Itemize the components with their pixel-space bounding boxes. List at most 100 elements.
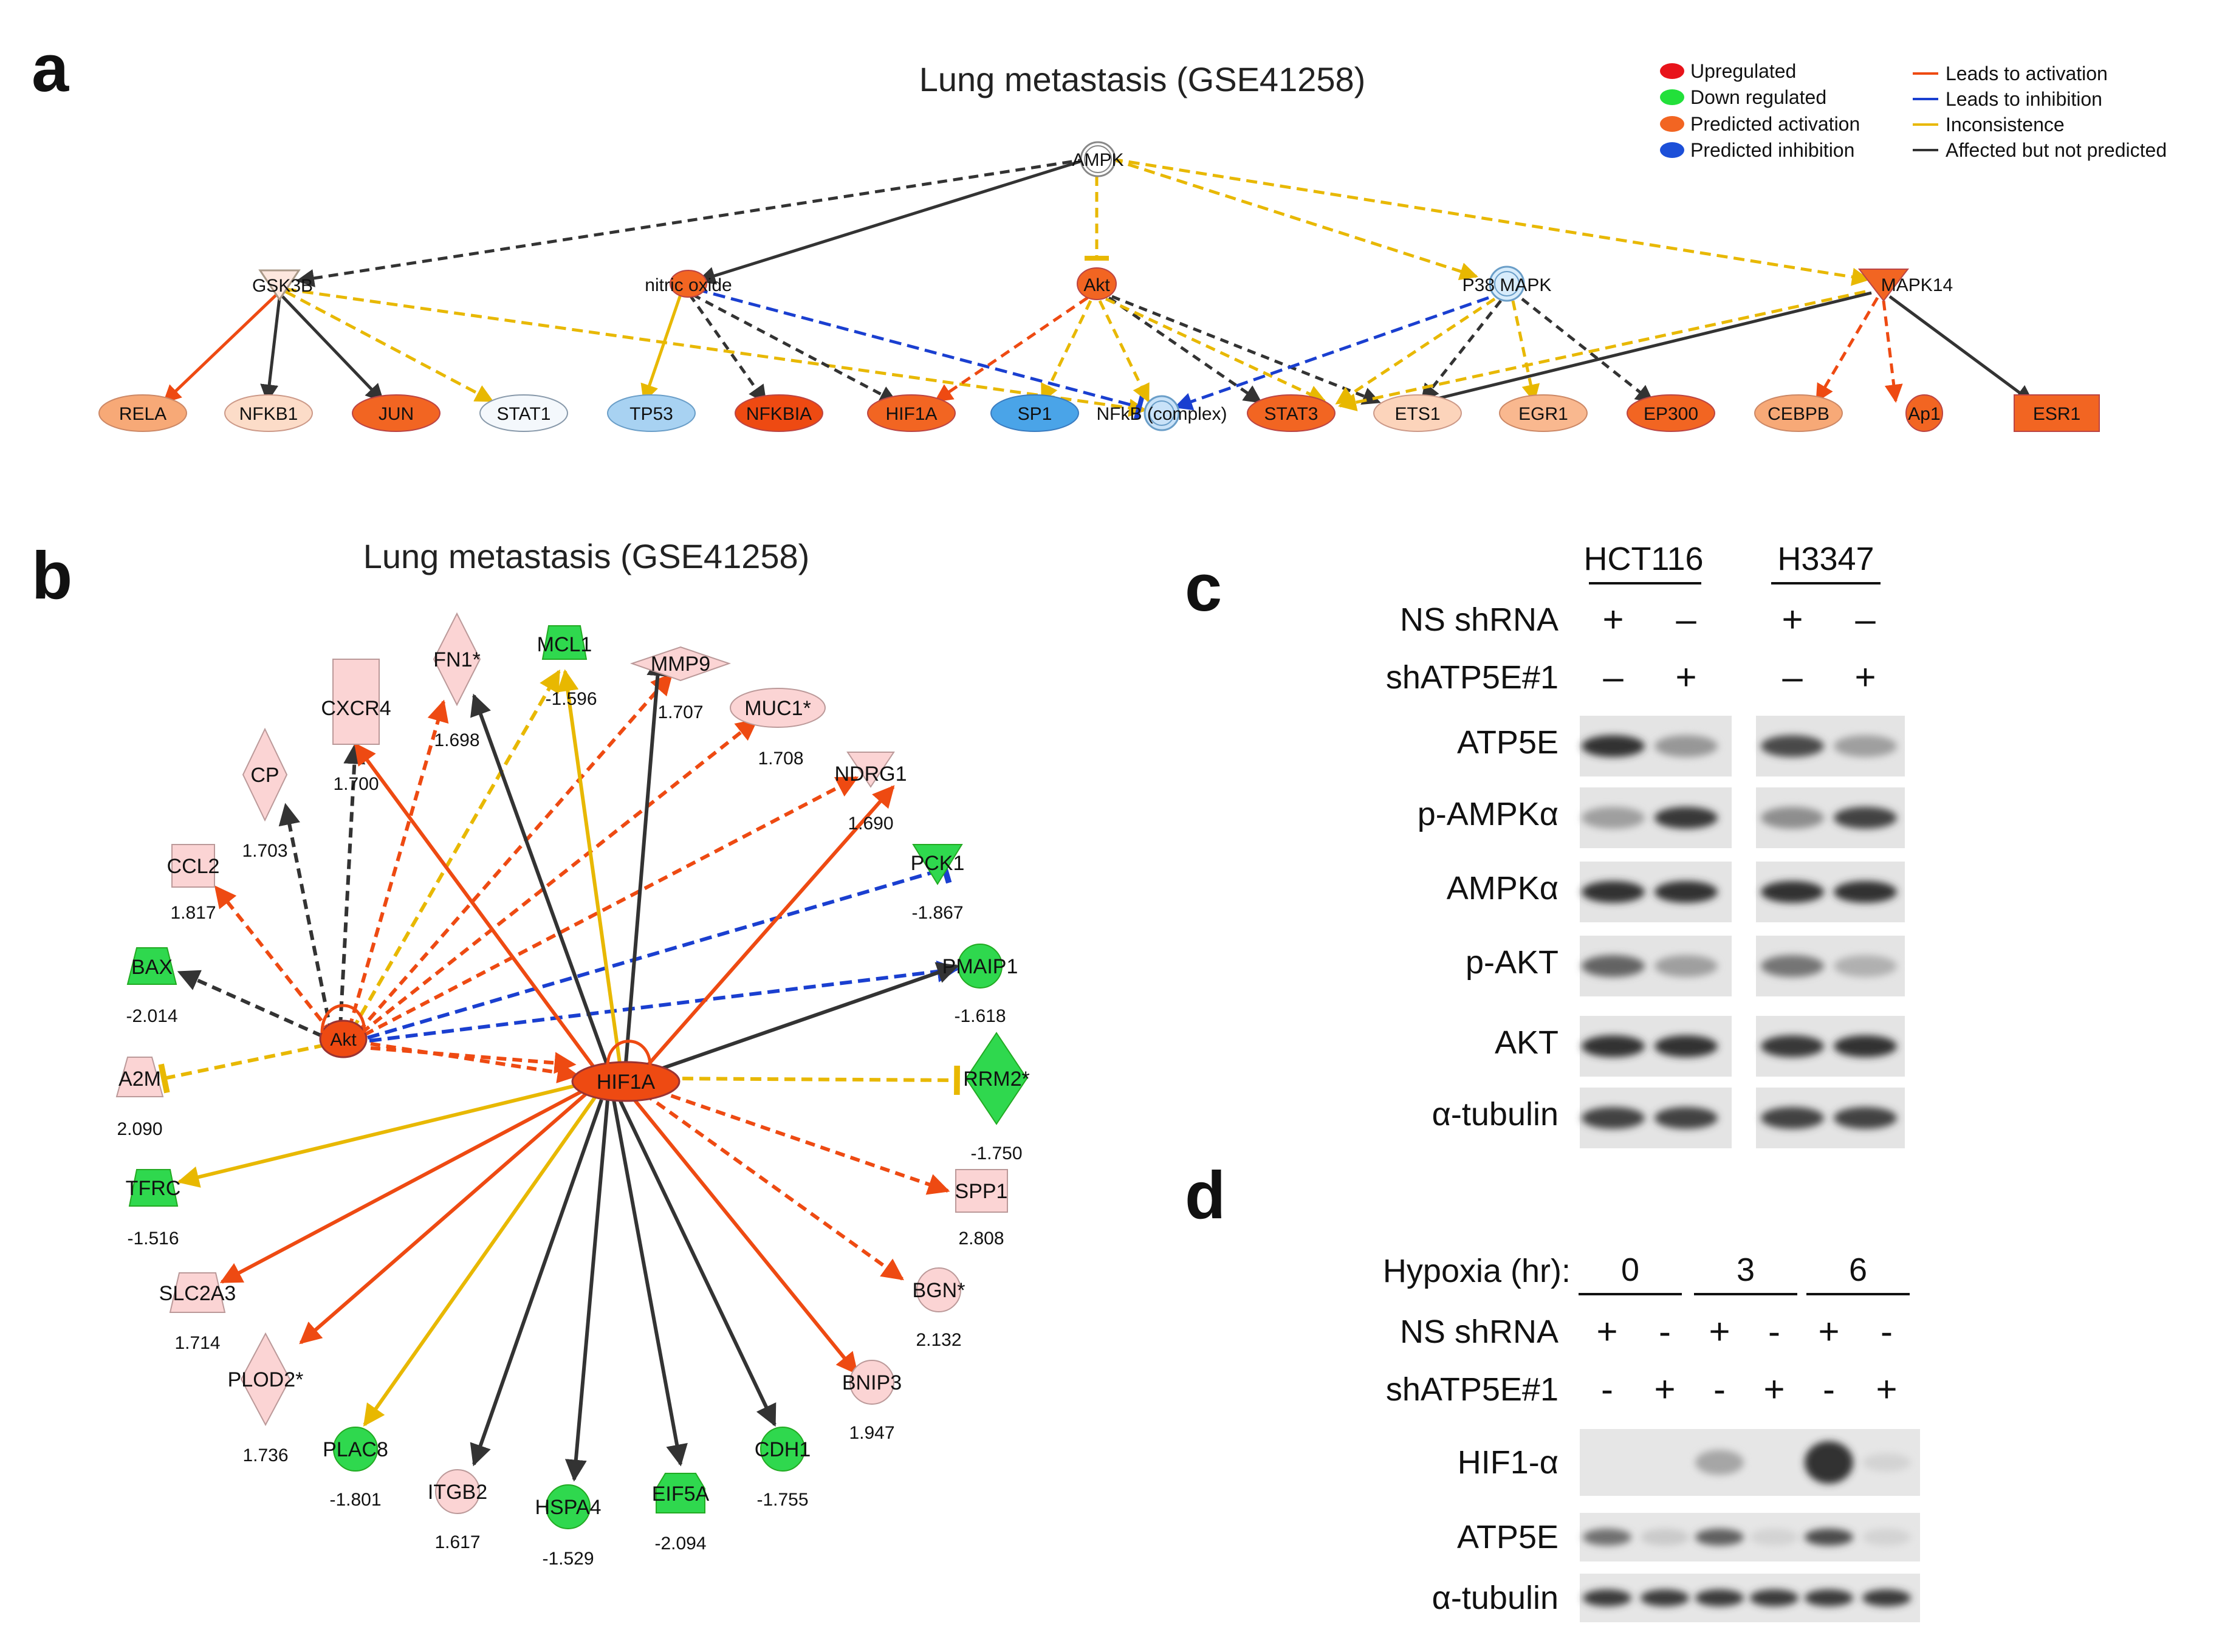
hub-akt-label: Akt: [330, 1030, 357, 1050]
panel-d-band: [1695, 1529, 1744, 1546]
target-pmaip1: PMAIP1: [942, 955, 1018, 978]
target-ndrg1: NDRG1: [834, 763, 907, 786]
panel-c-band: [1761, 1035, 1824, 1057]
panel-c-blot-label: p-AKT: [1466, 944, 1558, 981]
target-pmaip1-value: -1.618: [954, 1006, 1006, 1026]
node-ets1: ETS1: [1394, 404, 1440, 424]
panel-a-edges: [162, 157, 2034, 420]
target-cp-value: 1.703: [242, 841, 287, 861]
panel-d-band: [1641, 1529, 1689, 1546]
panel-c-ns-sign: –: [1855, 599, 1876, 640]
legend-swatch-predicted-activation: [1660, 116, 1684, 132]
panel-c-band: [1654, 1107, 1718, 1129]
panel-c-ns-label: NS shRNA: [1400, 602, 1558, 638]
node-akt-a-label: Akt: [1083, 275, 1110, 295]
panel-c-blot-label: ATP5E: [1457, 724, 1558, 761]
node-ampk-label: AMPK: [1072, 150, 1123, 170]
target-mcl1: MCL1: [537, 633, 592, 656]
node-rela: RELA: [119, 404, 166, 424]
panel-c-band: [1582, 807, 1645, 829]
panel-b-targets: CP 1.703 CXCR4 1.700 FN1* 1.698 MCL1 -1.…: [115, 612, 1030, 1569]
panel-d-band: [1695, 1589, 1744, 1606]
legend-leads-to-activation: Leads to activation: [1946, 63, 2108, 84]
panel-d-sh-sign: -: [1713, 1369, 1726, 1410]
panel-d-ns-sign: -: [1659, 1311, 1671, 1352]
node-sp1: SP1: [1018, 404, 1052, 424]
target-tfrc: TFRC: [126, 1177, 181, 1200]
panel-d-blot-label: α-tubulin: [1432, 1580, 1558, 1616]
node-hif1a-a: HIF1A: [885, 404, 937, 424]
node-stat3: STAT3: [1264, 404, 1318, 424]
node-mapk14-label: MAPK14: [1881, 275, 1953, 295]
cell-line-hct116: HCT116: [1583, 541, 1703, 577]
panel-a-letter: a: [32, 31, 69, 106]
node-nfkb1: NFKB1: [239, 404, 298, 424]
panel-c-band: [1654, 955, 1718, 977]
panel-d-signs: +-+-+--+-+-+: [1596, 1311, 1897, 1410]
legend-affected-not-predicted: Affected but not predicted: [1946, 139, 2167, 161]
node-nitric-oxide-label: nitric oxide: [645, 275, 732, 295]
panel-d-sh-sign: -: [1601, 1369, 1613, 1410]
hub-akt: Akt: [319, 1004, 368, 1058]
node-nitric-oxide: nitric oxide: [645, 270, 732, 298]
panel-c-band: [1834, 1035, 1897, 1057]
panel-c-band: [1761, 881, 1824, 903]
panel-a-legend: Upregulated Down regulated Predicted act…: [1660, 60, 2167, 161]
panel-c: c HCT116 H3347 NS shRNA shATP5E#1 +–+––+…: [1185, 541, 1905, 1148]
panel-d-ns-sign: +: [1596, 1311, 1617, 1352]
panel-a-title: Lung metastasis (GSE41258): [919, 60, 1366, 98]
panel-c-band: [1582, 881, 1645, 903]
panel-c-letter: c: [1185, 550, 1222, 625]
panel-d-sh-label: shATP5E#1: [1386, 1371, 1558, 1408]
panel-a: a Lung metastasis (GSE41258) Upregulated…: [32, 31, 2167, 432]
panel-c-band: [1761, 735, 1824, 757]
target-plac8-value: -1.801: [329, 1490, 381, 1510]
node-esr1: ESR1: [2033, 404, 2080, 424]
target-eif5a-value: -2.094: [654, 1534, 706, 1554]
target-tfrc-value: -1.516: [127, 1229, 179, 1249]
panel-c-sh-label: shATP5E#1: [1386, 659, 1558, 696]
node-stat1: STAT1: [497, 404, 551, 424]
target-cxcr4: CXCR4: [321, 697, 391, 720]
target-slc2a3-value: 1.714: [174, 1333, 220, 1353]
target-cxcr4-value: 1.700: [333, 774, 379, 794]
target-fn1: FN1*: [433, 648, 480, 671]
panel-c-band: [1654, 807, 1718, 829]
target-bax-value: -2.014: [126, 1006, 177, 1026]
panel-c-sh-sign: –: [1603, 657, 1624, 697]
panel-d-band: [1805, 1589, 1853, 1606]
panel-d-sh-sign: +: [1876, 1369, 1897, 1410]
panel-d-band: [1641, 1589, 1689, 1606]
panel-a-targets: RELA NFKB1 JUN STAT1 TP53 NFKBIA HIF1A S…: [98, 394, 2100, 432]
node-mapk14: MAPK14: [1857, 269, 1953, 302]
panel-d-ns-sign: +: [1709, 1311, 1730, 1352]
hypoxia-time: 6: [1849, 1252, 1867, 1288]
target-pck1: PCK1: [911, 852, 965, 875]
hypoxia-time: 0: [1621, 1252, 1639, 1288]
target-spp1-value: 2.808: [958, 1229, 1004, 1249]
panel-d-band: [1862, 1589, 1911, 1606]
target-plac8: PLAC8: [323, 1438, 388, 1461]
node-nfkbia: NFKBIA: [746, 404, 812, 424]
panel-d-blot-label: ATP5E: [1457, 1519, 1558, 1555]
target-plod2-value: 1.736: [242, 1445, 288, 1465]
panel-c-band: [1582, 1107, 1645, 1129]
panel-d-band: [1695, 1450, 1744, 1475]
panel-d-ns-label: NS shRNA: [1400, 1314, 1558, 1350]
hub-hif1a-label: HIF1A: [597, 1071, 656, 1094]
panel-c-blot-label: AMPKα: [1447, 870, 1558, 907]
target-bax: BAX: [131, 956, 173, 979]
panel-c-signs: +–+––+–+: [1602, 599, 1876, 697]
panel-c-band: [1761, 1107, 1824, 1129]
panel-c-sh-sign: +: [1675, 657, 1696, 697]
panel-d-sh-sign: +: [1763, 1369, 1785, 1410]
target-fn1-value: 1.698: [434, 730, 479, 750]
legend-swatch-upregulated: [1660, 63, 1684, 79]
panel-c-band: [1654, 1035, 1718, 1057]
panel-c-band: [1834, 881, 1897, 903]
node-akt-a: Akt: [1077, 267, 1117, 300]
panel-c-sh-sign: +: [1854, 657, 1876, 697]
panel-d-band: [1805, 1441, 1853, 1484]
panel-c-band: [1761, 807, 1824, 829]
